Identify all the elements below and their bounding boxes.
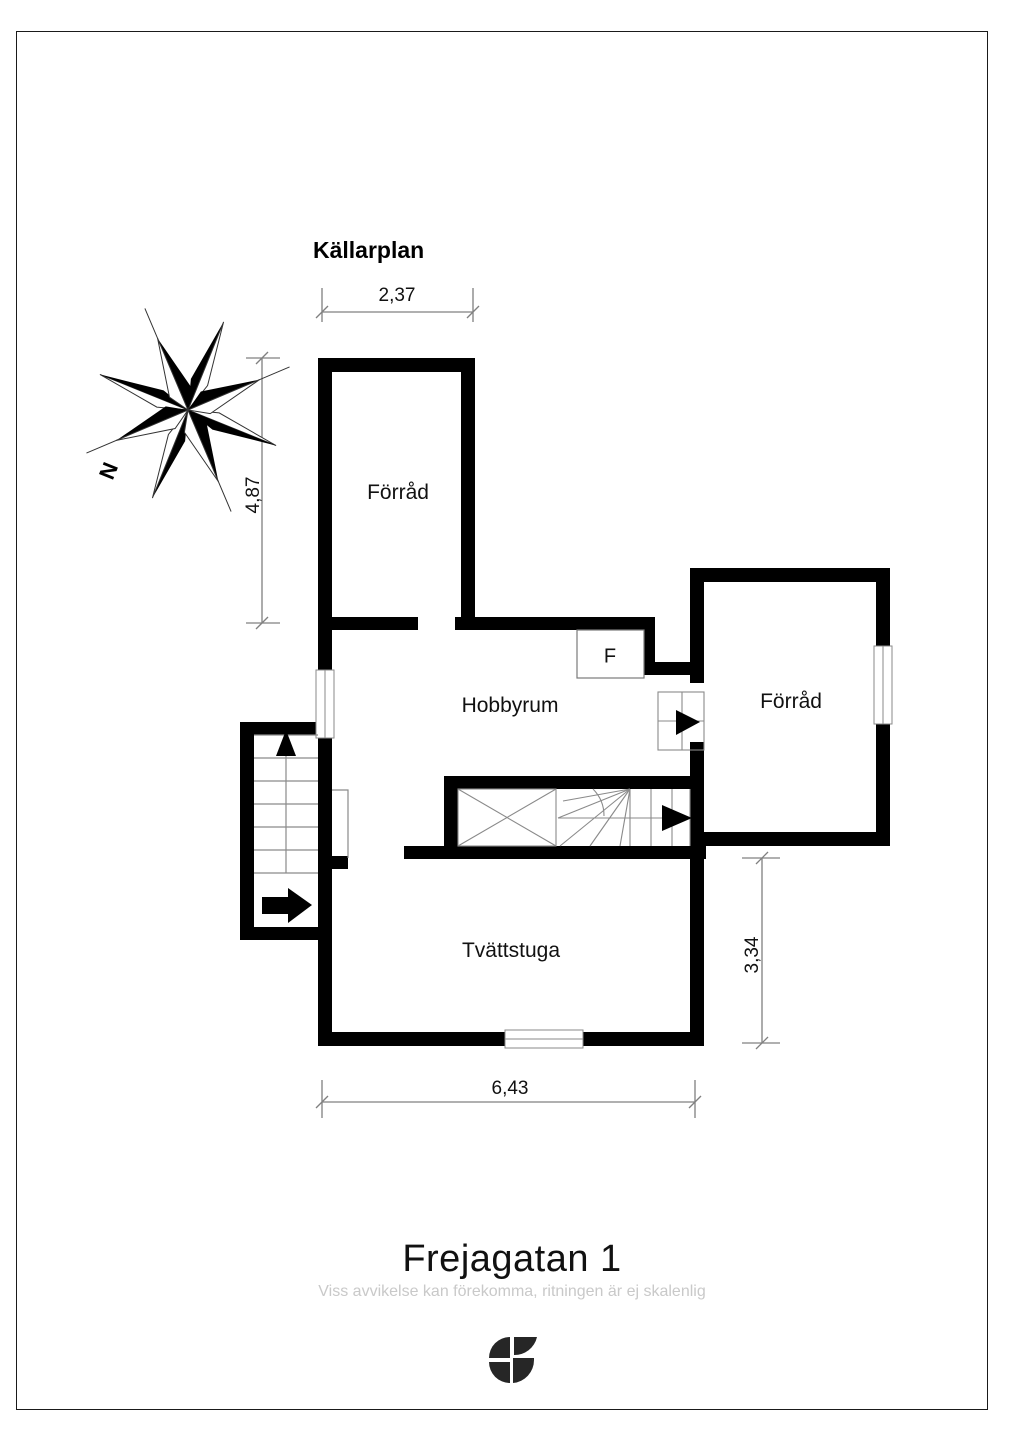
closet-f-box bbox=[576, 629, 645, 679]
page-border bbox=[16, 31, 988, 1410]
dimension-right bbox=[742, 851, 780, 1050]
door-right-forrad-upper bbox=[657, 691, 705, 751]
fastighetsbyran-logo-icon bbox=[489, 1337, 537, 1383]
room-label-closet-f: F bbox=[603, 645, 617, 668]
room-label-hobbyrum: Hobbyrum bbox=[461, 694, 559, 717]
room-label-forrad-upper: Förråd bbox=[367, 481, 429, 504]
room-label-forrad-right: Förråd bbox=[760, 690, 822, 713]
wall-right-forrad-left-mid bbox=[690, 742, 704, 790]
walls bbox=[240, 358, 890, 1046]
dimension-top bbox=[315, 288, 480, 322]
wall-tvatt-right bbox=[690, 846, 704, 1046]
wall-porch-top bbox=[240, 722, 332, 735]
wall-right-forrad bbox=[461, 358, 475, 626]
wall-right-forrad-right-b bbox=[876, 724, 890, 846]
wall-porch-right-lower bbox=[318, 868, 332, 940]
wall-right-forrad-bottom bbox=[690, 832, 890, 846]
wall-right-forrad-right-a bbox=[876, 568, 890, 646]
dimension-left bbox=[246, 351, 280, 630]
entry-arrow-icon bbox=[262, 888, 312, 923]
door-swing-hobbyrum bbox=[332, 789, 349, 858]
disclaimer-text: Viss avvikelse kan förekomma, ritningen … bbox=[318, 1283, 706, 1300]
wall-porch-stub bbox=[318, 856, 348, 869]
wall-left-upper bbox=[318, 358, 332, 670]
storage-crossed-box bbox=[457, 788, 557, 847]
wall-forrad-bottom bbox=[318, 617, 418, 630]
interior-staircase bbox=[557, 788, 692, 847]
wall-right-forrad-top bbox=[690, 568, 890, 582]
windows bbox=[315, 645, 893, 1049]
wall-hobby-notch-bottom bbox=[641, 662, 703, 675]
wall-tvatt-left bbox=[318, 940, 332, 1045]
wall-right-forrad-left-lower bbox=[690, 790, 704, 846]
window-tvattstuga bbox=[504, 1029, 584, 1049]
property-title: Frejagatan 1 bbox=[402, 1238, 622, 1280]
wall-porch-bottom bbox=[240, 927, 332, 940]
wall-porch-left bbox=[240, 722, 254, 940]
dimension-label-right: 3,34 bbox=[742, 936, 763, 974]
brand-logo bbox=[481, 1330, 543, 1393]
wall-top-forrad bbox=[318, 358, 475, 372]
wall-understair-top bbox=[444, 776, 692, 789]
door-arrow-icon bbox=[676, 710, 700, 735]
dimension-label-bottom: 6,43 bbox=[491, 1078, 529, 1099]
dimension-label-top: 2,37 bbox=[378, 285, 416, 306]
window-right-forrad bbox=[873, 645, 893, 725]
page-title: Källarplan bbox=[313, 237, 425, 263]
wall-right-forrad-left-upper bbox=[690, 568, 704, 683]
dimension-label-left: 4,87 bbox=[243, 476, 264, 514]
wall-understair-left bbox=[444, 776, 458, 852]
room-label-tvattstuga: Tvättstuga bbox=[461, 939, 561, 962]
wall-hobby-top-left bbox=[455, 617, 655, 630]
window-left-hobbyrum bbox=[315, 669, 335, 739]
exterior-staircase bbox=[254, 730, 318, 923]
dimension-bottom bbox=[315, 1080, 702, 1118]
compass-rose-icon bbox=[86, 308, 290, 512]
stair-direction-arrow-icon bbox=[662, 805, 692, 831]
wall-left-hobby-b bbox=[318, 738, 332, 856]
stair-up-arrow-icon bbox=[276, 730, 296, 756]
wall-hobby-tvatt-divider bbox=[404, 846, 706, 859]
